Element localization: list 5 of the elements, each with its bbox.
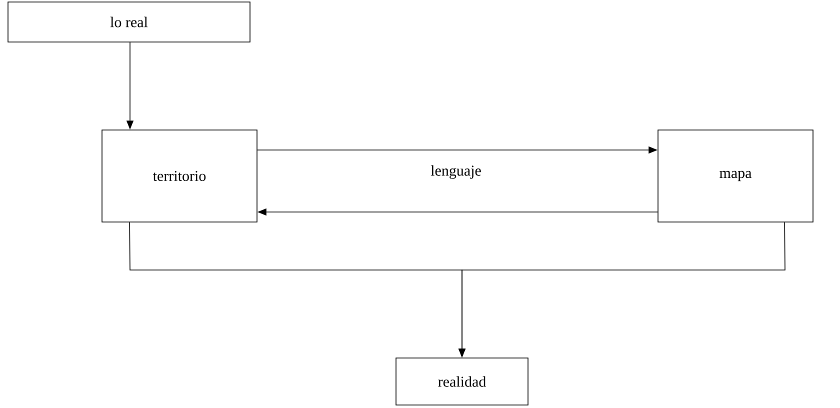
text-box: lo real [8,2,250,42]
text-box: mapa [658,130,814,222]
text-box: territorio [102,130,258,222]
text-box: realidad [396,358,528,406]
edge-label: lenguaje [430,164,482,180]
